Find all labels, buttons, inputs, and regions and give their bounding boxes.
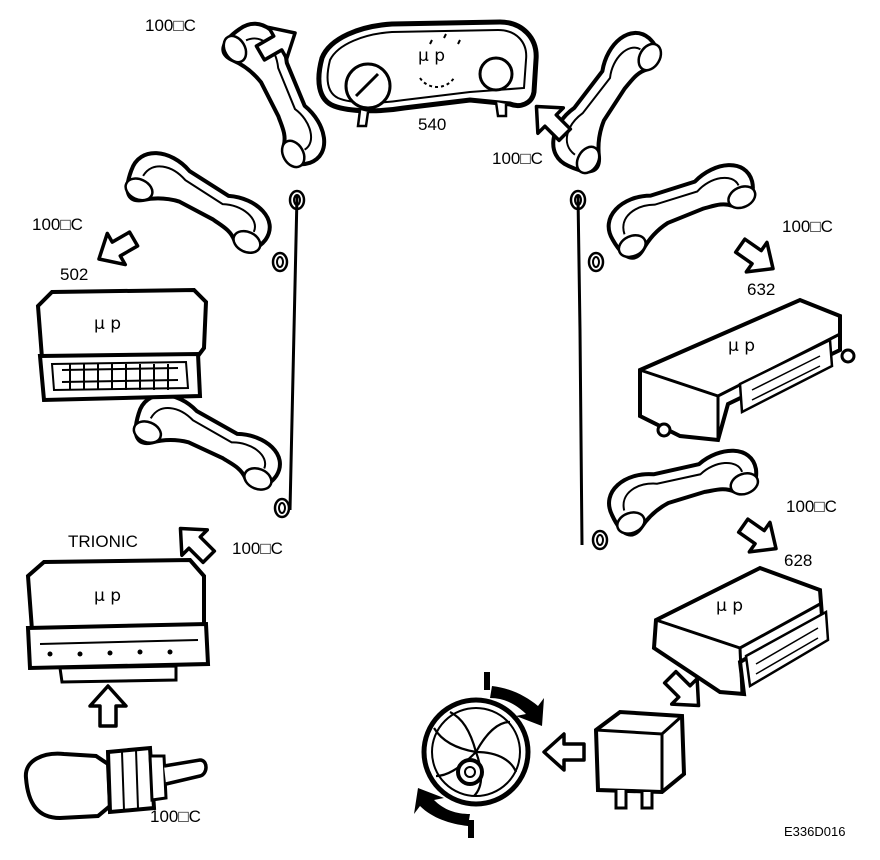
cooling-fan bbox=[414, 672, 544, 838]
temp-label-top-left: 100□C bbox=[145, 16, 196, 35]
figure-reference-code: E336D016 bbox=[784, 824, 846, 839]
instrument-cluster bbox=[316, 19, 539, 128]
arrow-icon-relay-to-fan bbox=[542, 732, 586, 772]
right-bus-wire bbox=[576, 195, 584, 546]
processor-label-628: µ p bbox=[716, 596, 744, 616]
temp-label-sensor: 100□C bbox=[150, 807, 201, 826]
module-id-628: 628 bbox=[784, 551, 813, 570]
temp-label-left-mid: 100□C bbox=[32, 215, 83, 234]
processor-label-632: µ p bbox=[728, 336, 756, 356]
processor-label-502: µ p bbox=[94, 314, 122, 334]
arrow-icon-sensor-to-trionic bbox=[88, 684, 128, 728]
temp-label-right-mid: 100□C bbox=[782, 217, 833, 236]
fan-relay bbox=[593, 709, 687, 810]
module-id-502: 502 bbox=[60, 265, 89, 284]
handset-icon-left-mid bbox=[118, 141, 283, 260]
trionic-control-module bbox=[25, 557, 211, 684]
temp-label-right-top: 100□C bbox=[492, 149, 543, 168]
rotation-arrow-icon-top bbox=[490, 686, 544, 726]
handset-icon-right-mid bbox=[598, 147, 763, 266]
processor-label-540: µ p bbox=[418, 46, 446, 66]
control-module-502 bbox=[35, 287, 209, 403]
module-name-trionic: TRIONIC bbox=[68, 532, 138, 551]
coolant-temperature-sensor bbox=[23, 745, 208, 821]
temp-label-right-low: 100□C bbox=[786, 497, 837, 516]
left-bus-wire bbox=[288, 195, 299, 511]
arrow-icon-to-628 bbox=[731, 509, 789, 566]
arrow-icon-to-502 bbox=[88, 221, 145, 277]
module-id-632: 632 bbox=[747, 280, 776, 299]
control-module-632 bbox=[638, 297, 856, 443]
rotation-arrow-icon-bottom bbox=[414, 788, 470, 826]
handset-icon-left-low bbox=[126, 384, 292, 497]
control-module-628 bbox=[651, 565, 830, 697]
processor-label-trionic: µ p bbox=[94, 586, 122, 606]
module-id-540: 540 bbox=[418, 115, 447, 134]
handset-icon-top-right bbox=[541, 18, 669, 182]
temp-label-trionic-side: 100□C bbox=[232, 539, 283, 558]
arrow-icon-to-632 bbox=[728, 229, 786, 286]
handset-icon-right-low bbox=[599, 433, 766, 542]
